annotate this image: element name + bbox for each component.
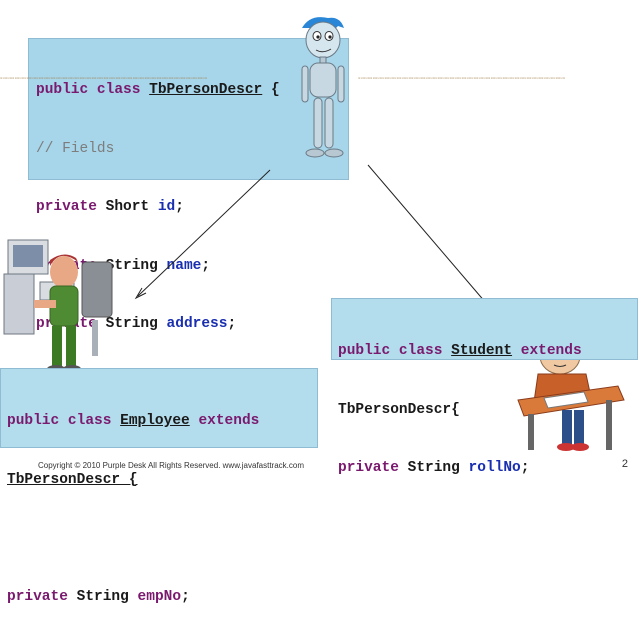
code-line-student-field: private String rollNo;	[338, 459, 637, 479]
class-name: Employee	[120, 413, 190, 429]
page-number: 2	[621, 458, 628, 470]
code-comment: // Fields	[36, 140, 115, 157]
arrow-to-employee	[137, 169, 271, 297]
decorative-text-ribbon-right: ▫▫▫▫▫▫▫▫▫▫▫▫▫▫▫▫▫▫▫▫▫▫▫▫▫▫▫▫▫▫▫▫▫▫▫▫▫▫▫▫…	[358, 75, 566, 80]
keyword-extends: extends	[189, 413, 260, 429]
keyword-public-class: public class	[7, 413, 121, 429]
class-name: TbPersonDescr	[149, 82, 263, 98]
keyword-public-class: public class	[36, 82, 150, 98]
copyright-footer: Copyright © 2010 Purple Desk All Rights …	[38, 461, 305, 470]
field-name: name	[166, 257, 202, 274]
code-line-employee-field: private String empNo;	[7, 588, 317, 608]
keyword-extends: extends	[512, 343, 582, 359]
open-brace: {	[262, 82, 280, 98]
arrowhead-employee	[134, 287, 147, 300]
code-line-class-decl: public class TbPersonDescr {	[36, 81, 348, 101]
field-name: empNo	[137, 588, 182, 605]
field-name: id	[157, 199, 176, 215]
employee-class-code-box: public class Employee extends TbPersonDe…	[0, 368, 318, 605]
code-line-field-id: private Short id;	[36, 198, 348, 218]
semicolon: ;	[181, 588, 190, 605]
robot-figure-icon	[301, 17, 345, 158]
person-class-code-box: public class TbPersonDescr { // Fields p…	[28, 38, 349, 449]
code-line-employee-decl: public class Employee extends	[7, 412, 317, 432]
student-class-code-box: public class Student extends TbPersonDes…	[331, 298, 638, 476]
keyword-public-class: public class	[338, 343, 452, 359]
field-name: address	[166, 316, 228, 332]
field-type: String	[407, 460, 469, 476]
code-line-student-decl: public class Student extends	[338, 342, 637, 362]
blank-line	[7, 529, 317, 549]
keyword-private: private	[36, 199, 106, 215]
inheritance-arrows	[134, 164, 493, 311]
computer-man-icon	[3, 239, 113, 373]
semicolon: ;	[520, 460, 530, 476]
field-type: String	[76, 588, 138, 605]
keyword-private: private	[338, 460, 408, 476]
keyword-private: private	[7, 588, 77, 605]
semicolon: ;	[227, 316, 237, 332]
class-name: Student	[451, 343, 513, 359]
decorative-text-ribbon-left: ▫▫▫▫▫▫▫▫▫▫▫▫▫▫▫▫▫▫▫▫▫▫▫▫▫▫▫▫▫▫▫▫▫▫▫▫▫▫▫▫…	[0, 75, 208, 80]
semicolon: ;	[175, 199, 184, 215]
parent-class-name: TbPersonDescr{	[338, 401, 460, 418]
parent-class-name: TbPersonDescr {	[7, 471, 138, 488]
arrow-to-student	[367, 164, 493, 311]
field-type: String	[105, 316, 167, 332]
field-name: rollNo	[468, 460, 521, 476]
field-type: String	[105, 257, 167, 274]
field-type: Short	[105, 199, 158, 215]
semicolon: ;	[201, 257, 211, 274]
